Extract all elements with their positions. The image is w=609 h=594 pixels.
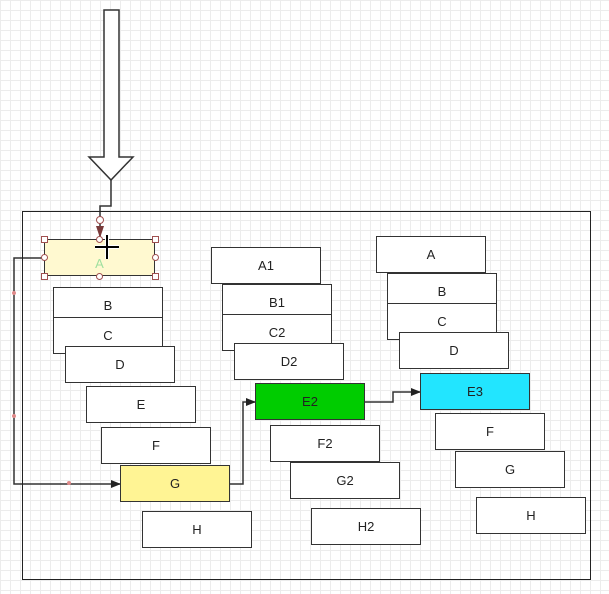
resize-handle[interactable] <box>151 235 159 243</box>
node-h2[interactable]: H2 <box>311 508 421 545</box>
node-label: C2 <box>268 325 286 340</box>
node-label: B <box>103 298 113 313</box>
node-label: D <box>115 357 125 372</box>
node-label: B1 <box>269 295 285 310</box>
node-d3[interactable]: D <box>399 332 509 369</box>
down-arrow-icon[interactable] <box>87 9 135 182</box>
node-label: F <box>486 424 494 439</box>
node-label: H <box>526 508 536 523</box>
node-f3[interactable]: F <box>435 413 545 450</box>
node-label: D2 <box>280 354 298 369</box>
node-f2[interactable]: F2 <box>270 425 380 462</box>
node-label: F <box>152 438 160 453</box>
node-label: A <box>95 256 104 271</box>
resize-handle[interactable] <box>96 235 103 243</box>
edge-e2-to-e3[interactable] <box>365 388 421 403</box>
waypoint-dot[interactable] <box>12 291 16 295</box>
node-label: F2 <box>317 436 333 451</box>
node-label: H2 <box>357 519 375 534</box>
node-a1[interactable]: A1 <box>211 247 321 284</box>
resize-handle[interactable] <box>40 235 48 243</box>
node-g3[interactable]: G <box>455 451 565 488</box>
node-label: H <box>192 522 202 537</box>
node-d[interactable]: D <box>65 346 175 383</box>
node-label: E <box>136 397 146 412</box>
node-label: G <box>504 462 516 477</box>
node-label: E2 <box>302 394 318 409</box>
resize-handle[interactable] <box>151 272 159 280</box>
node-g[interactable]: G <box>120 465 230 502</box>
node-e2[interactable]: E2 <box>255 383 365 420</box>
node-label: C <box>437 314 447 329</box>
resize-handle[interactable] <box>40 254 48 261</box>
node-label: G <box>169 476 181 491</box>
node-g2[interactable]: G2 <box>290 462 400 499</box>
waypoint-dot[interactable] <box>67 481 71 485</box>
node-f[interactable]: F <box>101 427 211 464</box>
node-label: C <box>103 328 113 343</box>
rotate-handle[interactable] <box>95 216 104 224</box>
node-e3[interactable]: E3 <box>420 373 530 410</box>
move-cursor-icon <box>95 235 119 259</box>
resize-handle[interactable] <box>96 272 103 280</box>
node-a3[interactable]: A <box>376 236 486 273</box>
node-label: D <box>449 343 459 358</box>
incoming-connector-arrowhead <box>96 226 104 238</box>
node-h3[interactable]: H <box>476 497 586 534</box>
resize-handle[interactable] <box>151 254 159 261</box>
node-label: A <box>426 247 436 262</box>
node-label: E3 <box>467 384 483 399</box>
node-label: G2 <box>336 473 354 488</box>
node-label: A1 <box>258 258 274 273</box>
group-container[interactable] <box>22 211 591 580</box>
node-e[interactable]: E <box>86 386 196 423</box>
node-label: B <box>437 284 447 299</box>
resize-handle[interactable] <box>40 272 48 280</box>
node-d2[interactable]: D2 <box>234 343 344 380</box>
edge-g-to-e2[interactable] <box>230 398 256 485</box>
waypoint-dot[interactable] <box>12 414 16 418</box>
node-h[interactable]: H <box>142 511 252 548</box>
